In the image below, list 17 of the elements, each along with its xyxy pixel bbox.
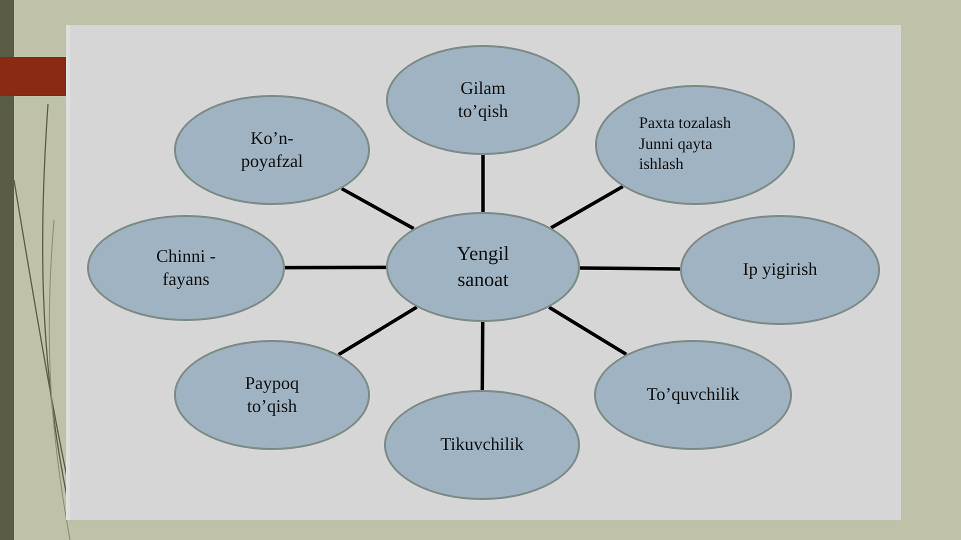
node-label: Ko’n-poyafzal <box>240 126 304 173</box>
node-label: Tikuvchilik <box>440 433 524 456</box>
node-label: Ip yigirish <box>742 258 818 282</box>
connector-line <box>550 185 624 230</box>
node-label: To’quvchilik <box>646 383 740 406</box>
node-label: Paypoq to’qish <box>244 372 300 418</box>
node-label: Chinni - fayans <box>155 244 217 291</box>
connector-line <box>340 187 414 230</box>
connector-line <box>481 155 485 212</box>
node-label: Paxta tozalash Junni qayta ishlash <box>639 114 732 176</box>
node-label: Gilam to’qish <box>456 76 509 123</box>
node-label: Yengil sanoat <box>456 242 510 293</box>
connector-line <box>480 322 484 390</box>
connector-line <box>548 306 628 356</box>
connector-line <box>285 266 386 270</box>
connector-line <box>580 266 680 271</box>
connector-line <box>338 306 418 356</box>
